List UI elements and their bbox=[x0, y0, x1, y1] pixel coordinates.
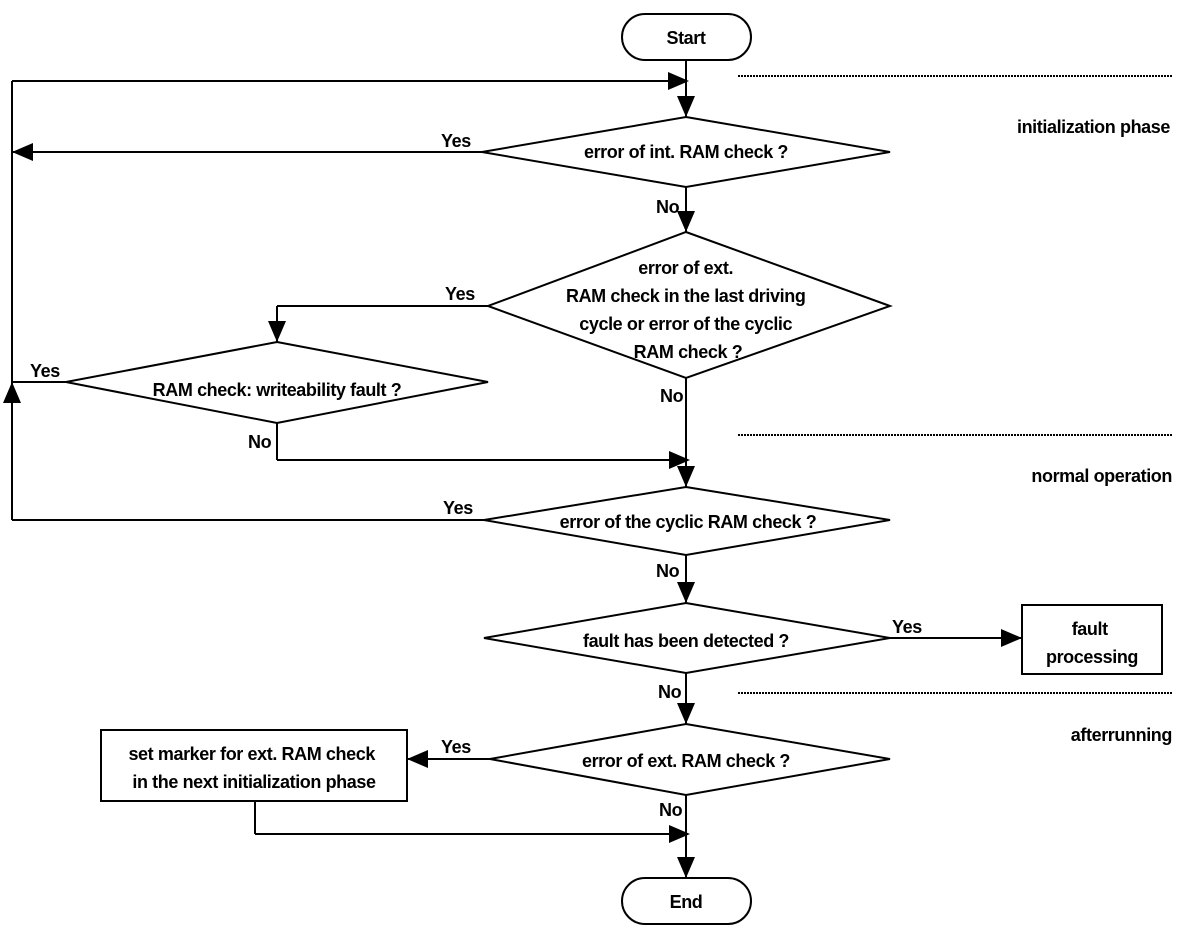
arrowheads bbox=[3, 72, 1022, 878]
end-terminal: End bbox=[621, 877, 752, 925]
start-terminal: Start bbox=[621, 13, 752, 61]
cyclic-ram-check-yes-label: Yes bbox=[443, 498, 473, 518]
fault-detected-label: fault has been detected ? bbox=[583, 631, 789, 651]
phase-label-afterrunning: afterrunning bbox=[1071, 725, 1172, 745]
set-marker-box: set marker for ext. RAM check in the nex… bbox=[100, 729, 408, 802]
int-ram-check-yes-label: Yes bbox=[441, 131, 471, 151]
ext-ram-last-cycle-decision: error of ext. RAM check in the last driv… bbox=[485, 230, 893, 380]
fault-processing-label: fault processing bbox=[1046, 619, 1138, 667]
connectors bbox=[11, 60, 1022, 878]
int-ram-check-decision: error of int. RAM check ? bbox=[481, 115, 891, 189]
ext-ram-last-cycle-yes-label: Yes bbox=[445, 284, 475, 304]
cyclic-ram-check-label: error of the cyclic RAM check ? bbox=[560, 512, 817, 532]
fault-detected-decision: fault has been detected ? bbox=[483, 601, 891, 675]
cyclic-ram-check-decision: error of the cyclic RAM check ? bbox=[483, 485, 891, 557]
set-marker-label: set marker for ext. RAM check in the nex… bbox=[128, 744, 379, 792]
ext-ram-check-yes-label: Yes bbox=[441, 737, 471, 757]
cyclic-ram-check-no-label: No bbox=[656, 561, 680, 581]
writeability-fault-no-label: No bbox=[248, 432, 272, 452]
edge-labels: Yes No Yes No Yes No Yes No Yes No Yes N… bbox=[30, 131, 923, 820]
int-ram-check-no-label: No bbox=[656, 197, 680, 217]
int-ram-check-label: error of int. RAM check ? bbox=[584, 142, 788, 162]
ext-ram-check-label: error of ext. RAM check ? bbox=[582, 751, 790, 771]
start-label: Start bbox=[666, 28, 705, 48]
ext-ram-last-cycle-no-label: No bbox=[660, 386, 684, 406]
fault-processing-box: fault processing bbox=[1021, 604, 1163, 675]
writeability-fault-decision: RAM check: writeability fault ? bbox=[65, 340, 489, 425]
fault-detected-yes-label: Yes bbox=[892, 617, 922, 637]
writeability-fault-yes-label: Yes bbox=[30, 361, 60, 381]
fault-detected-no-label: No bbox=[658, 682, 682, 702]
ext-ram-last-cycle-label: error of ext. RAM check in the last driv… bbox=[566, 258, 810, 362]
writeability-fault-label: RAM check: writeability fault ? bbox=[153, 380, 402, 400]
phase-label-normal: normal operation bbox=[1031, 466, 1172, 486]
ext-ram-check-decision: error of ext. RAM check ? bbox=[489, 722, 891, 797]
ext-ram-check-no-label: No bbox=[659, 800, 683, 820]
end-label: End bbox=[670, 892, 703, 912]
phase-label-initialization: initialization phase bbox=[1017, 117, 1170, 137]
